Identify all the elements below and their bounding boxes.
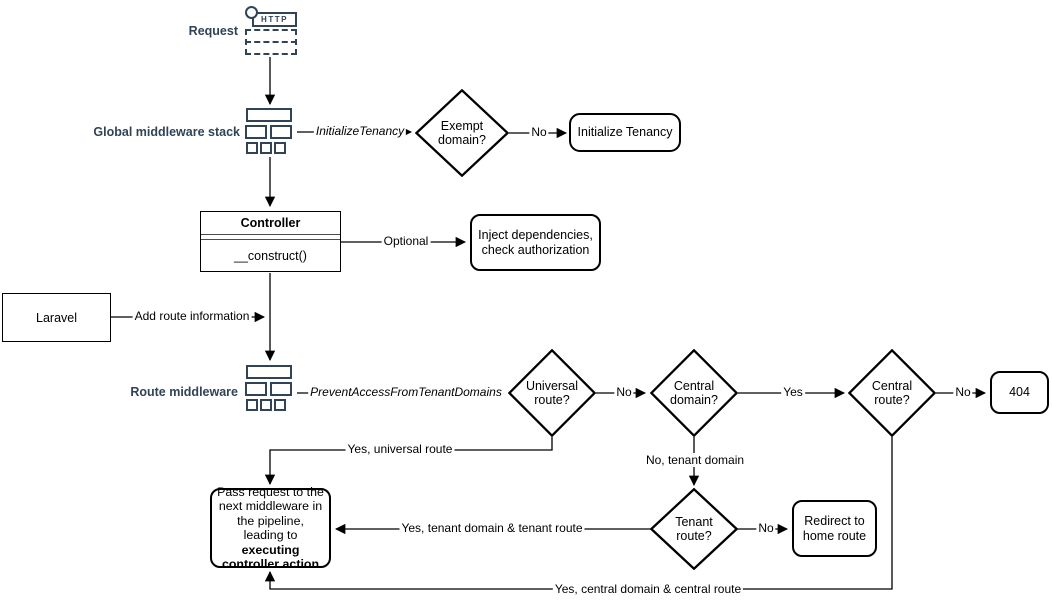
edge-label-no: No [953,385,973,399]
decision-central-route: Central route? [848,349,936,437]
stack-bottom-square [260,399,272,411]
edge-label-optional: Optional [381,234,431,248]
controller-attributes-section [201,235,340,240]
edge-label-add-route-information: Add route information [132,309,252,323]
decision-label: Exempt domain? [438,118,486,147]
redirect-home-box: Redirect to home route [792,500,877,557]
http-badge: HTTP [252,12,297,27]
request-body-divider [245,41,297,43]
decision-label: Central route? [871,378,913,407]
stack-top-rect [246,365,292,379]
stack-mid-rect [245,382,267,396]
edge-label-yes-universal-route: Yes, universal route [345,442,455,456]
controller-title: Controller [201,212,340,235]
controller-method: __construct() [234,248,307,263]
edge-label-no: No [614,385,634,399]
stack-bottom-square [274,399,286,411]
stack-bottom-square [274,142,286,154]
error-404-box: 404 [990,371,1049,414]
stack-top-rect [246,108,292,122]
route-middleware-label: Route middleware [130,385,238,399]
pass-request-box: Pass request to the next middleware in t… [210,485,331,571]
request-circle-icon [245,6,258,19]
decision-label: Tenant route? [675,514,713,543]
laravel-box: Laravel [2,293,111,342]
stack-mid-rect [270,125,292,139]
edge-label-prevent-access: PreventAccessFromTenantDomains [308,385,504,399]
pass-request-bold-text: executing controller action [221,542,320,572]
decision-central-domain: Central domain? [650,349,738,437]
decision-label: Universal route? [525,378,579,407]
edge-label-yes-central: Yes, central domain & central route [552,582,744,596]
edge-label-initialize-tenancy: InitializeTenancy [313,124,407,138]
edge-label-no: No [529,125,549,139]
decision-exempt-domain: Exempt domain? [415,89,509,177]
stack-mid-rect [245,125,267,139]
stack-mid-rect [270,382,292,396]
decision-universal-route: Universal route? [508,349,596,437]
route-middleware-stack-icon [245,365,295,414]
http-request-icon: HTTP [245,6,297,55]
global-middleware-stack-icon [245,108,295,157]
stack-bottom-square [260,142,272,154]
edge-label-yes: Yes [781,385,805,399]
decision-tenant-route: Tenant route? [650,488,738,570]
edge-label-no: No [756,521,776,535]
initialize-tenancy-box: Initialize Tenancy [569,113,681,152]
edge-label-yes-tenant: Yes, tenant domain & tenant route [399,521,585,535]
inject-dependencies-box: Inject dependencies, check authorization [470,214,601,271]
request-label: Request [188,24,238,38]
controller-class-box: Controller __construct() [200,211,341,272]
decision-label: Central domain? [670,378,718,407]
pass-request-text: Pass request to the next middleware in t… [217,484,324,572]
stack-bottom-square [246,399,258,411]
stack-bottom-square [246,142,258,154]
global-middleware-stack-label: Global middleware stack [93,125,240,139]
edge-label-no-tenant-domain: No, tenant domain [643,453,747,467]
